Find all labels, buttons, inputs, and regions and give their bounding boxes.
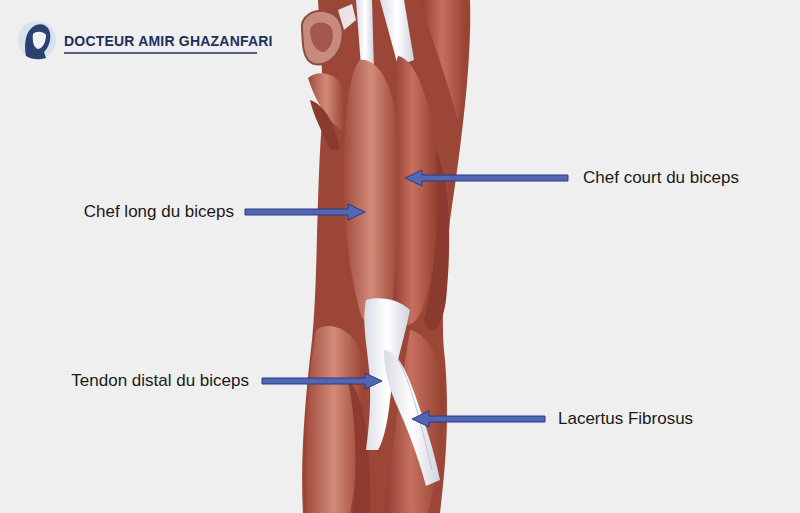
arm-silhouette	[302, 0, 470, 513]
part-label: Tendon distal du biceps	[71, 371, 249, 390]
logo-text: DOCTEUR AMIR GHAZANFARI	[64, 33, 273, 49]
part-label: Lacertus Fibrosus	[558, 409, 693, 428]
logo-icon	[18, 21, 56, 59]
long-head-muscle	[344, 60, 399, 324]
leader-arrow	[405, 170, 568, 186]
short-head-muscle	[392, 56, 437, 325]
leader-arrows	[245, 170, 568, 427]
label-box: Tendon distal du biceps	[71, 371, 249, 391]
bone-cut	[302, 4, 356, 64]
label-box: DOCTEUR AMIR GHAZANFARI	[64, 33, 273, 49]
short-head-tendon	[380, 0, 414, 66]
leader-arrow	[245, 204, 365, 220]
label-box: Lacertus Fibrosus	[558, 409, 693, 429]
leader-arrow	[412, 411, 545, 427]
label-box: Chef court du biceps	[583, 168, 739, 188]
logo-rule	[64, 52, 257, 54]
label-box: Chef long du biceps	[84, 202, 234, 222]
part-label: Chef long du biceps	[84, 202, 234, 221]
small-muscle	[310, 100, 340, 150]
deltoid-muscle	[420, 0, 469, 120]
leader-arrow	[262, 373, 382, 389]
part-label: Chef court du biceps	[583, 168, 739, 187]
